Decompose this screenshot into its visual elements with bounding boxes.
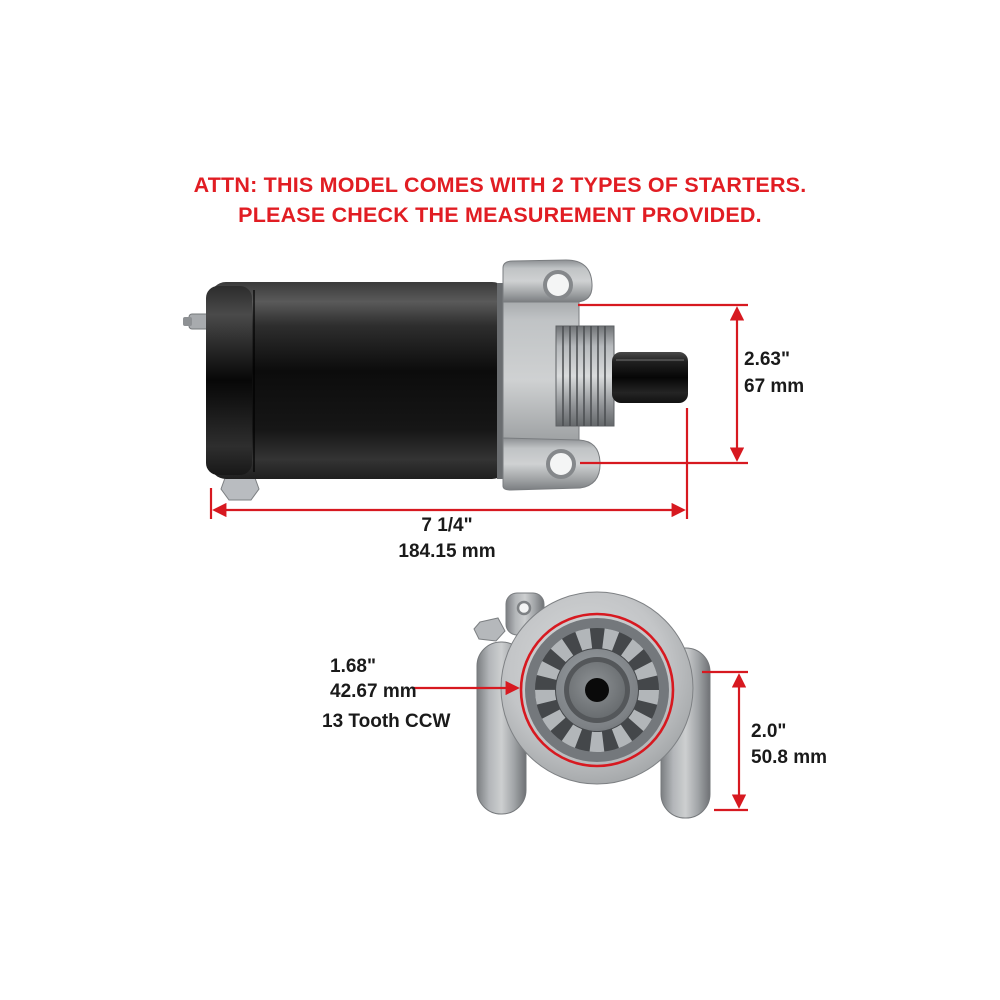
end-height-dimension xyxy=(702,670,748,812)
warning-line-2: PLEASE CHECK THE MEASUREMENT PROVIDED. xyxy=(238,203,762,227)
end-height-mm-label: 50.8 mm xyxy=(751,747,828,768)
gear-diameter-mm-label: 42.67 mm xyxy=(330,681,417,702)
gear-highlight-circle xyxy=(519,612,675,768)
end-view-tab-hole xyxy=(516,600,532,616)
gear-center-hole xyxy=(585,678,609,702)
end-view-bolt xyxy=(473,617,506,642)
side-bottom-bolt-head xyxy=(220,477,260,501)
starter-side-view xyxy=(183,259,688,501)
side-length-dimension xyxy=(209,408,689,519)
gear-diameter-inches-label: 1.68" xyxy=(330,656,376,677)
pinion-gear-teeth-lines xyxy=(562,326,606,426)
motor-end-cap xyxy=(206,286,252,475)
side-height-dimension xyxy=(578,303,748,465)
pinion-gear-end xyxy=(535,628,659,752)
mounting-hole-bottom xyxy=(546,449,576,479)
warning-line-1: ATTN: THIS MODEL COMES WITH 2 TYPES OF S… xyxy=(193,173,807,197)
starter-end-view xyxy=(473,591,711,819)
side-top-bolt-tip xyxy=(183,317,192,326)
output-shaft xyxy=(612,352,688,403)
end-height-inches-label: 2.0" xyxy=(751,721,787,742)
body-housing-seam xyxy=(497,283,506,479)
side-length-mm-label: 184.15 mm xyxy=(398,541,496,562)
side-length-inches-label: 7 1/4" xyxy=(421,515,473,536)
warning-text: ATTN: THIS MODEL COMES WITH 2 TYPES OF S… xyxy=(0,170,1000,230)
side-height-inches-label: 2.63" xyxy=(744,349,790,370)
side-height-mm-label: 67 mm xyxy=(744,376,805,397)
motor-body xyxy=(210,282,508,479)
mounting-hole-top xyxy=(543,270,573,300)
gear-teeth-label: 13 Tooth CCW xyxy=(322,711,451,732)
